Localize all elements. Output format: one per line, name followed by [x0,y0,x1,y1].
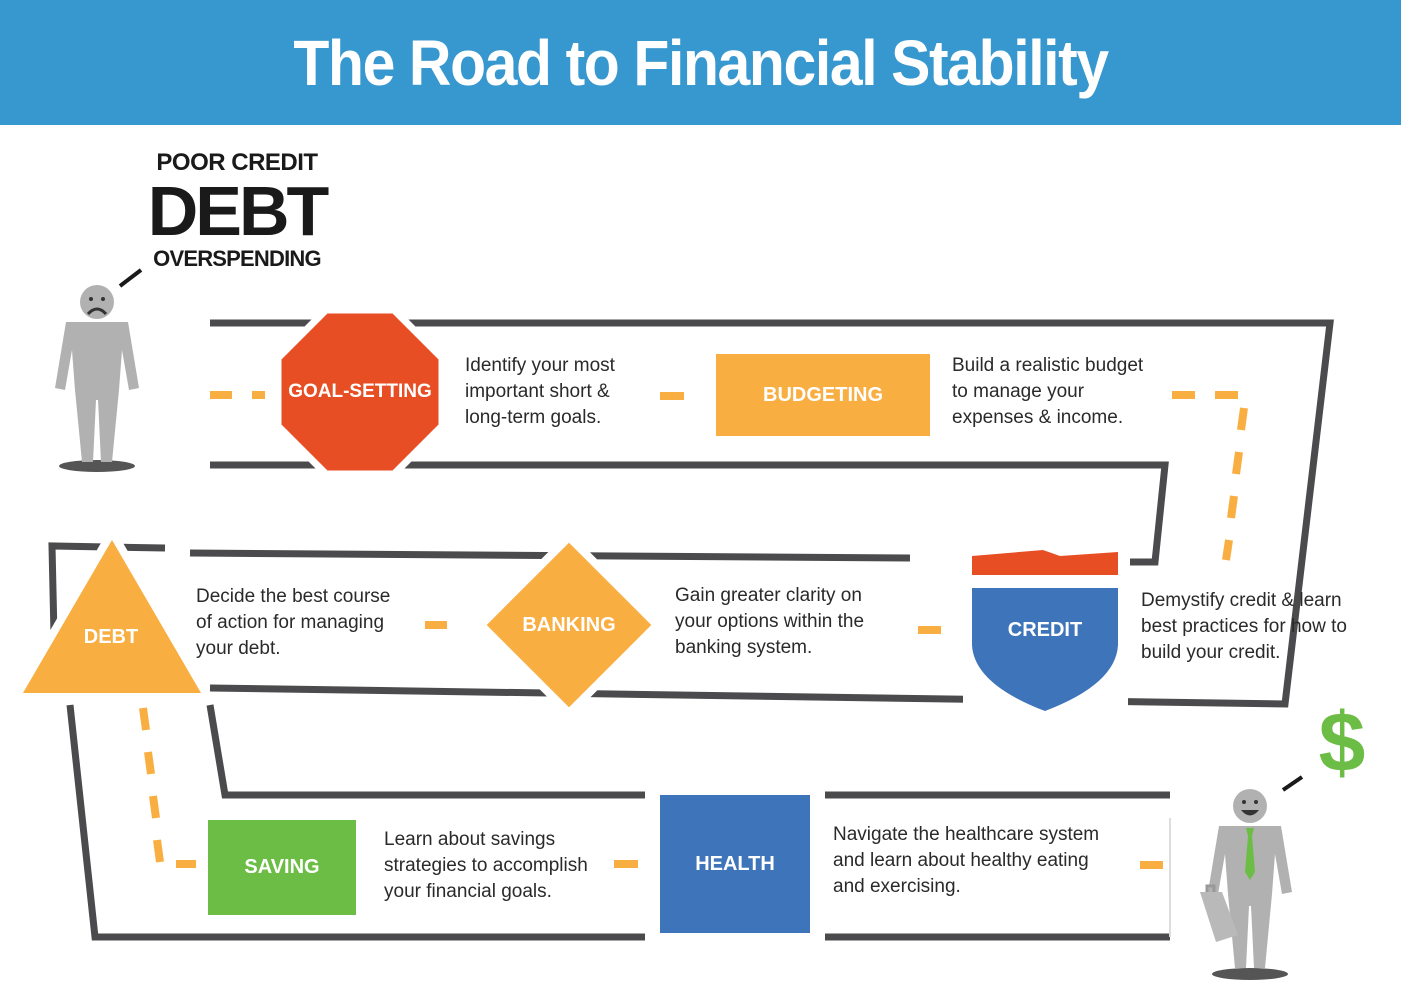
saving-label: SAVING [244,856,320,878]
road-outline [48,319,1334,941]
credit-label: CREDIT [1007,619,1083,641]
banking-description: Gain greater clarity on your options wit… [675,585,865,658]
debt-triangle [9,524,215,701]
debt-label: DEBT [83,626,139,648]
budgeting-rectangle [716,354,930,436]
sad-person-icon [55,268,143,472]
road-left-inner-edge [206,704,645,799]
saving-rectangle [208,820,356,915]
lane-dash [1237,407,1248,431]
debt-description: Decide the best course of action for man… [196,586,391,659]
lane-dash [1222,539,1233,561]
saving-description: Learn about savings strategies to accomp… [384,829,588,902]
problem-poor-credit: POOR CREDIT [156,149,318,176]
lane-dash [144,751,155,775]
title-banner: The Road to Financial Stability [0,0,1401,125]
lane-dash [149,795,160,819]
road-inner-edge-top [210,461,1169,566]
road-left-outer-edge [66,704,645,941]
page-title: The Road to Financial Stability [293,26,1109,99]
budgeting-description: Build a realistic budget to manage your … [952,355,1144,428]
problem-debt: DEBT [147,172,330,250]
health-label: HEALTH [695,853,775,875]
goal-setting-octagon [274,306,446,478]
health-rectangle [660,795,810,933]
lane-dash [1232,451,1243,475]
lane-dashes [139,391,1248,869]
credit-shield [963,540,1128,725]
banking-diamond [475,531,663,719]
briefcase-icon [1200,884,1238,942]
problem-overspending: OVERSPENDING [153,246,321,271]
lane-dash [1227,495,1238,519]
health-description: Navigate the healthcare system and learn… [833,824,1100,897]
happy-businessman-icon [1200,775,1304,980]
banking-label: BANKING [522,614,616,636]
dollar-sign-icon: $ [1318,695,1366,789]
credit-description: Demystify credit & learn best practices … [1141,590,1347,663]
lane-dash [139,707,150,731]
lane-dash [153,839,164,863]
budgeting-label: BUDGETING [763,384,883,406]
road-outer-edge [209,319,1334,708]
goal-setting-description: Identify your most important short & lon… [465,355,615,428]
goal-setting-label: GOAL-SETTING [288,381,432,402]
